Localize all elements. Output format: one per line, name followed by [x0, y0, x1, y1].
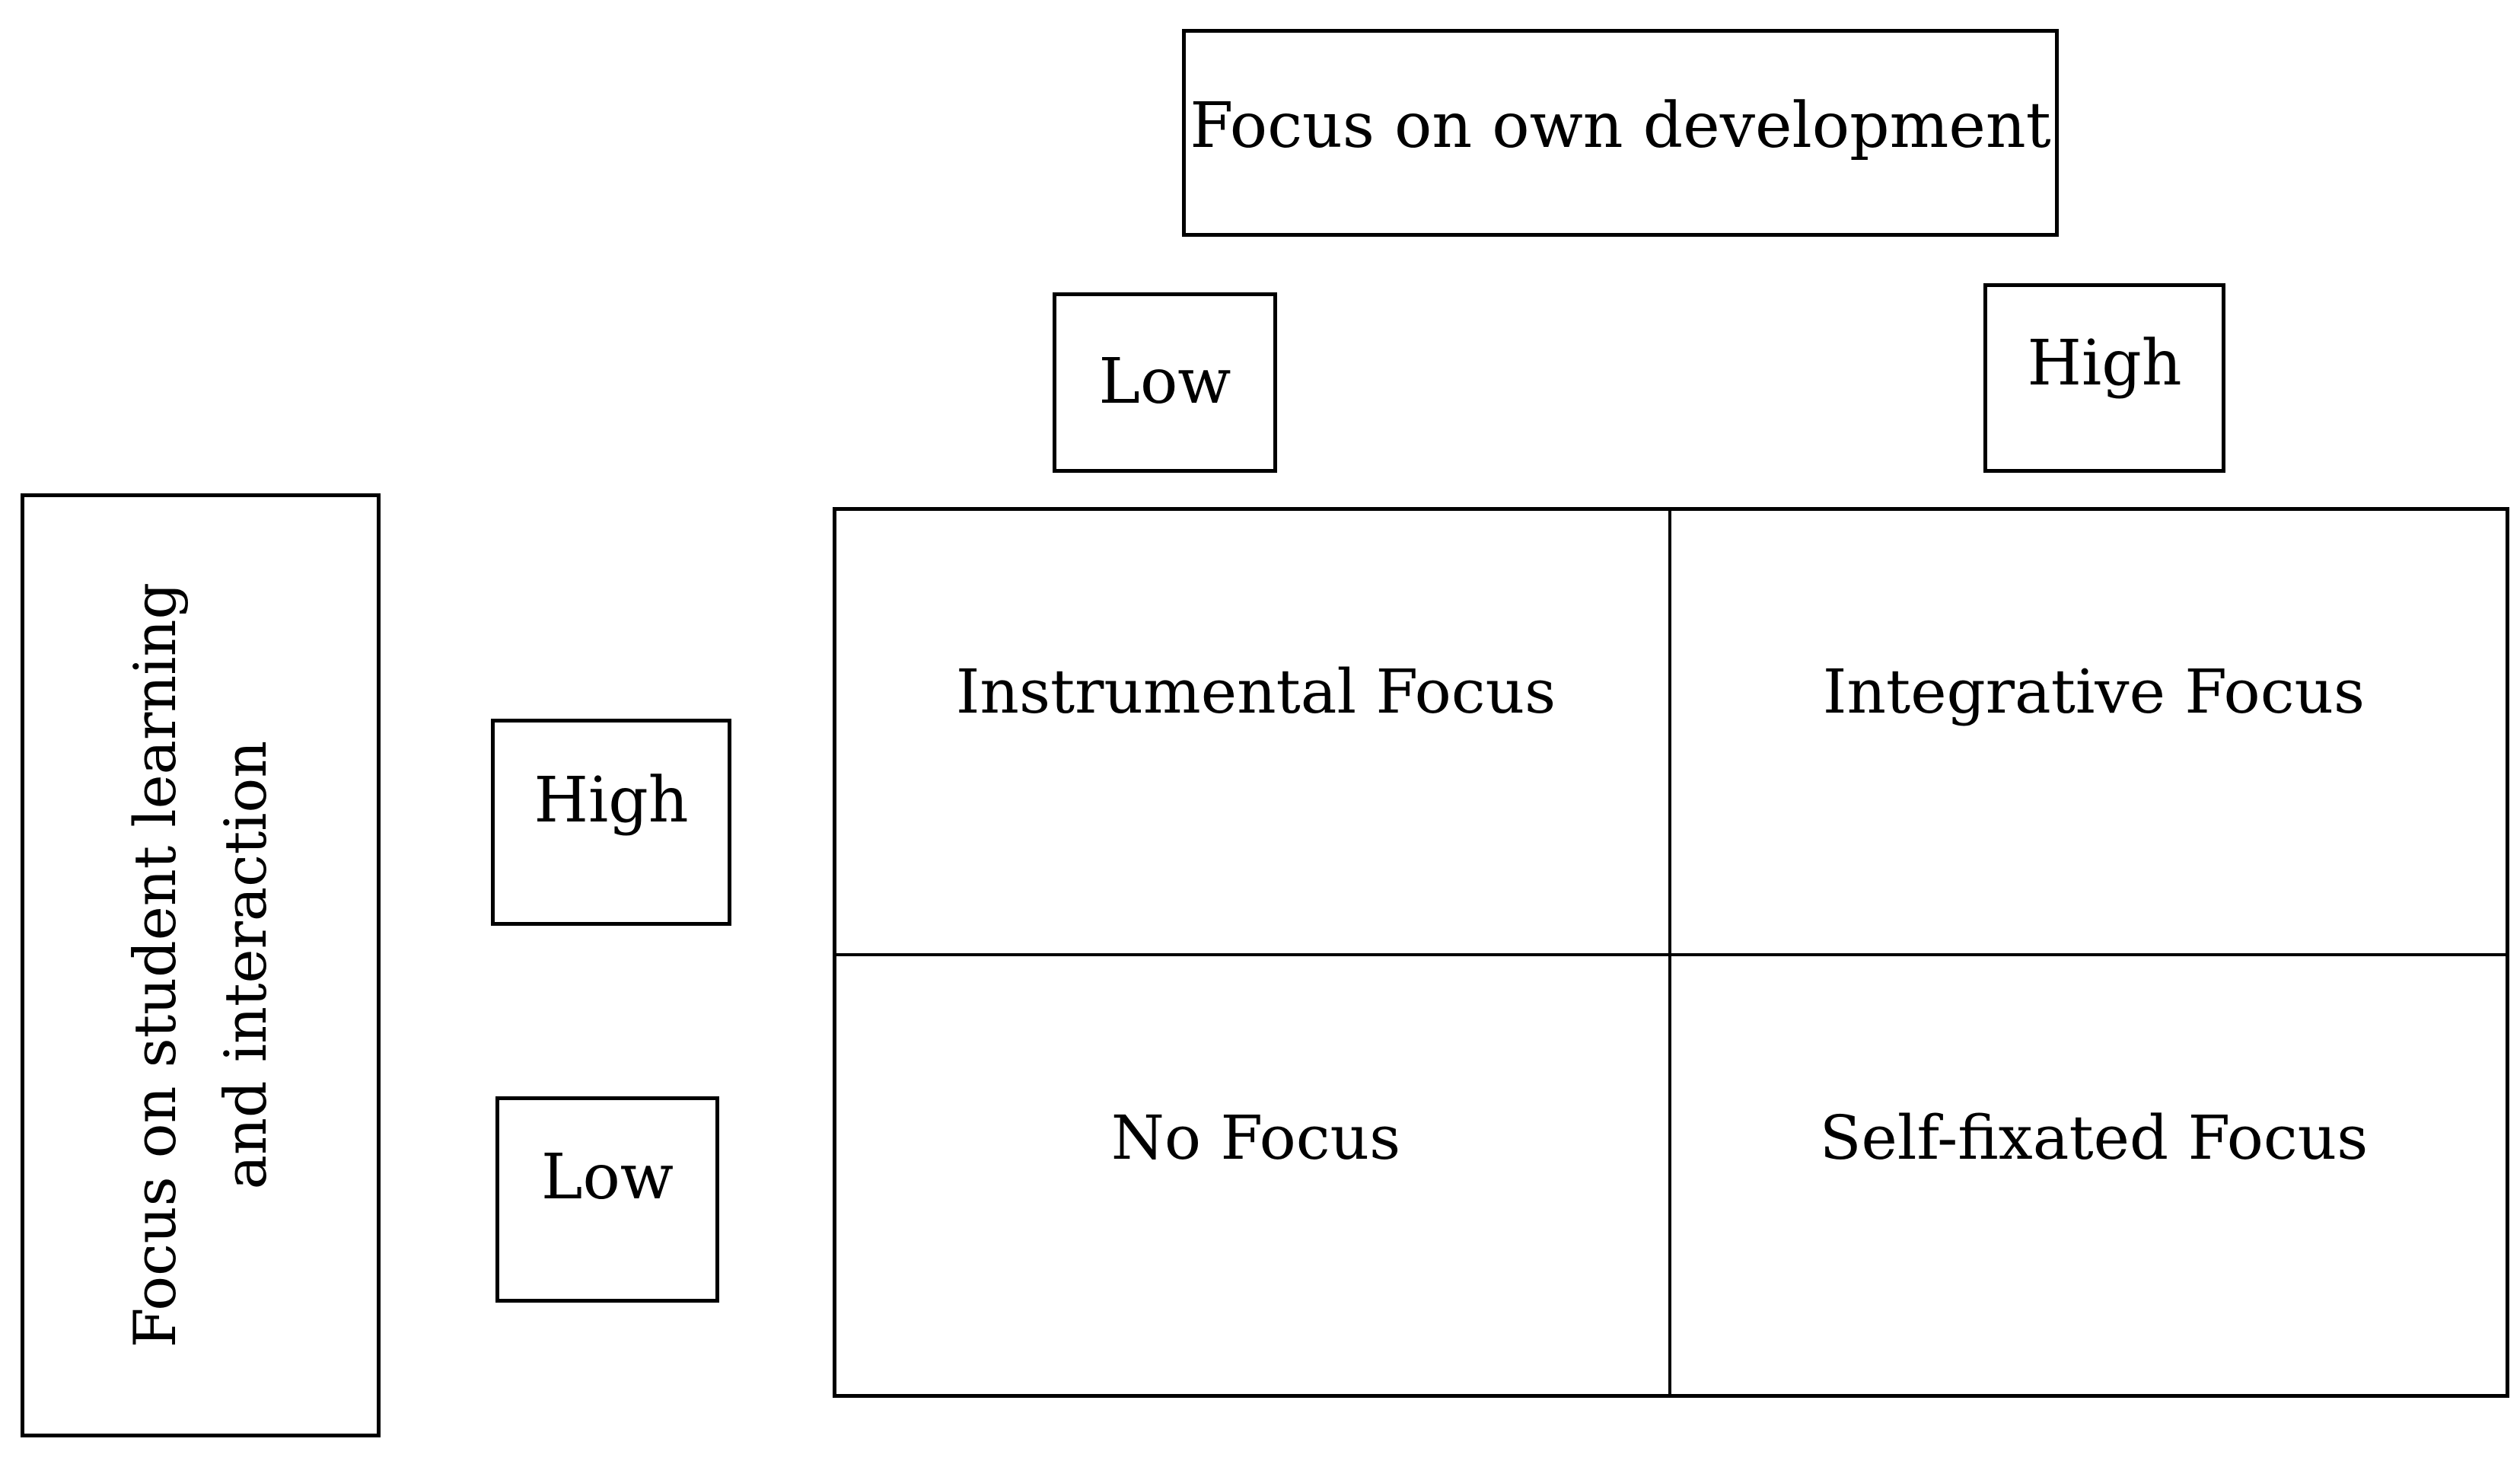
matrix-horizontal-divider: [836, 953, 2506, 956]
left-axis-low-box: Low: [495, 1096, 719, 1303]
left-axis-high-box: High: [491, 719, 731, 926]
top-axis-low-label: Low: [1098, 346, 1231, 419]
top-axis-high-box: High: [1983, 283, 2225, 473]
cell-integrative-focus: Integrative Focus: [1822, 656, 2365, 727]
left-axis-title-line-2: and interaction: [211, 741, 279, 1190]
left-axis-title: Focus on student learning and interactio…: [110, 582, 291, 1348]
top-axis-low-box: Low: [1053, 292, 1277, 473]
top-axis-high-label: High: [2027, 327, 2182, 400]
cell-no-focus: No Focus: [1110, 1102, 1401, 1173]
top-axis-title: Focus on own development: [1190, 90, 2051, 163]
top-axis-title-box: Focus on own development: [1182, 29, 2059, 237]
left-axis-title-line-1: Focus on student learning: [120, 582, 189, 1348]
left-axis-title-box: Focus on student learning and interactio…: [21, 493, 381, 1437]
cell-self-fixated-focus: Self-fixated Focus: [1819, 1102, 2369, 1173]
left-axis-low-label: Low: [540, 1141, 674, 1214]
focus-matrix: Instrumental Focus Integrative Focus No …: [833, 507, 2509, 1398]
cell-instrumental-focus: Instrumental Focus: [955, 656, 1556, 727]
matrix-vertical-divider: [1668, 511, 1671, 1394]
left-axis-high-label: High: [534, 764, 689, 837]
